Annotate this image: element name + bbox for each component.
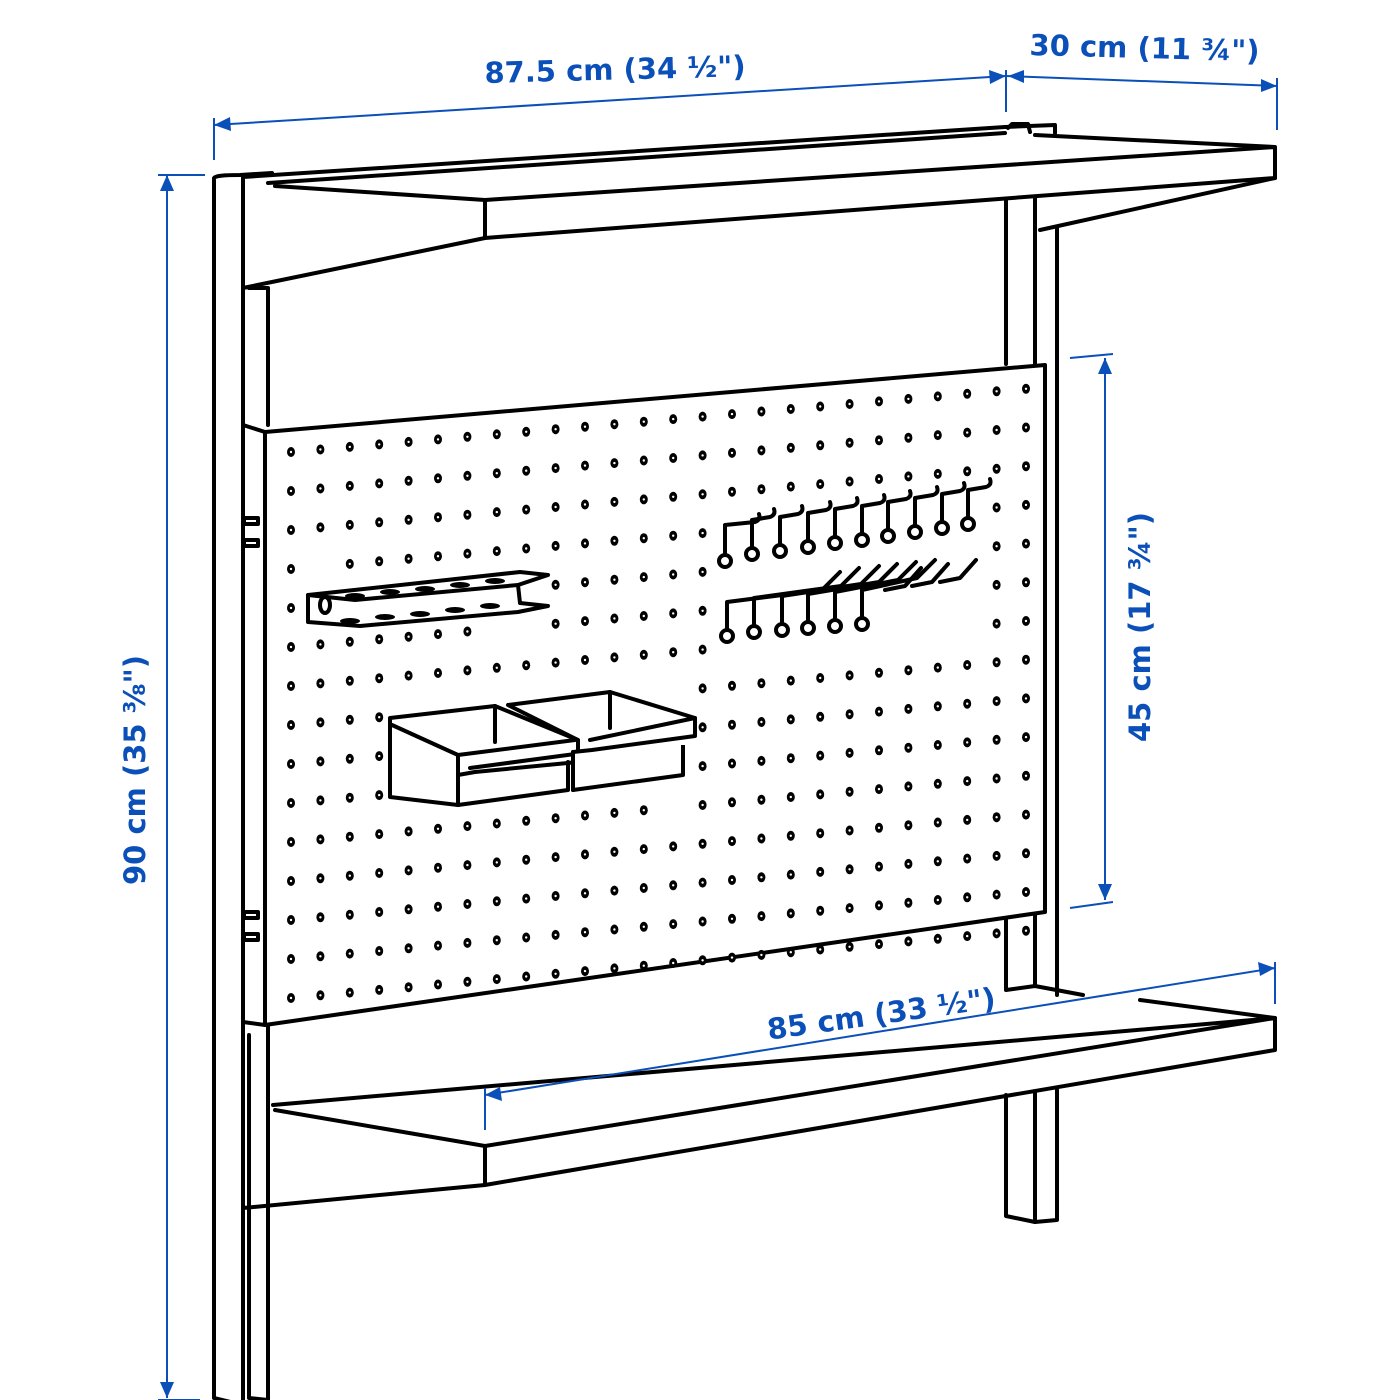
storage-bin-left [388, 704, 580, 807]
bottom-shelf [241, 998, 1277, 1400]
storage-bin-right [506, 690, 697, 792]
dimension-label-overall-height: 90 cm (35 ⅜") [118, 654, 152, 885]
dimension-label-depth: 30 cm (11 ¾") [1029, 28, 1260, 69]
hooks-group [717, 477, 993, 644]
top-shelf [241, 122, 1277, 290]
dimension-label-pegboard-height: 45 cm (17 ¾") [1123, 511, 1157, 742]
peghole-grid [287, 383, 1030, 1003]
right-upright [1004, 195, 1085, 1224]
tool-holder-rail [306, 570, 550, 628]
dimension-lines [158, 70, 1278, 1400]
dimension-label-overall-width: 87.5 cm (34 ½") [484, 49, 747, 90]
pegboard [241, 363, 1047, 1027]
